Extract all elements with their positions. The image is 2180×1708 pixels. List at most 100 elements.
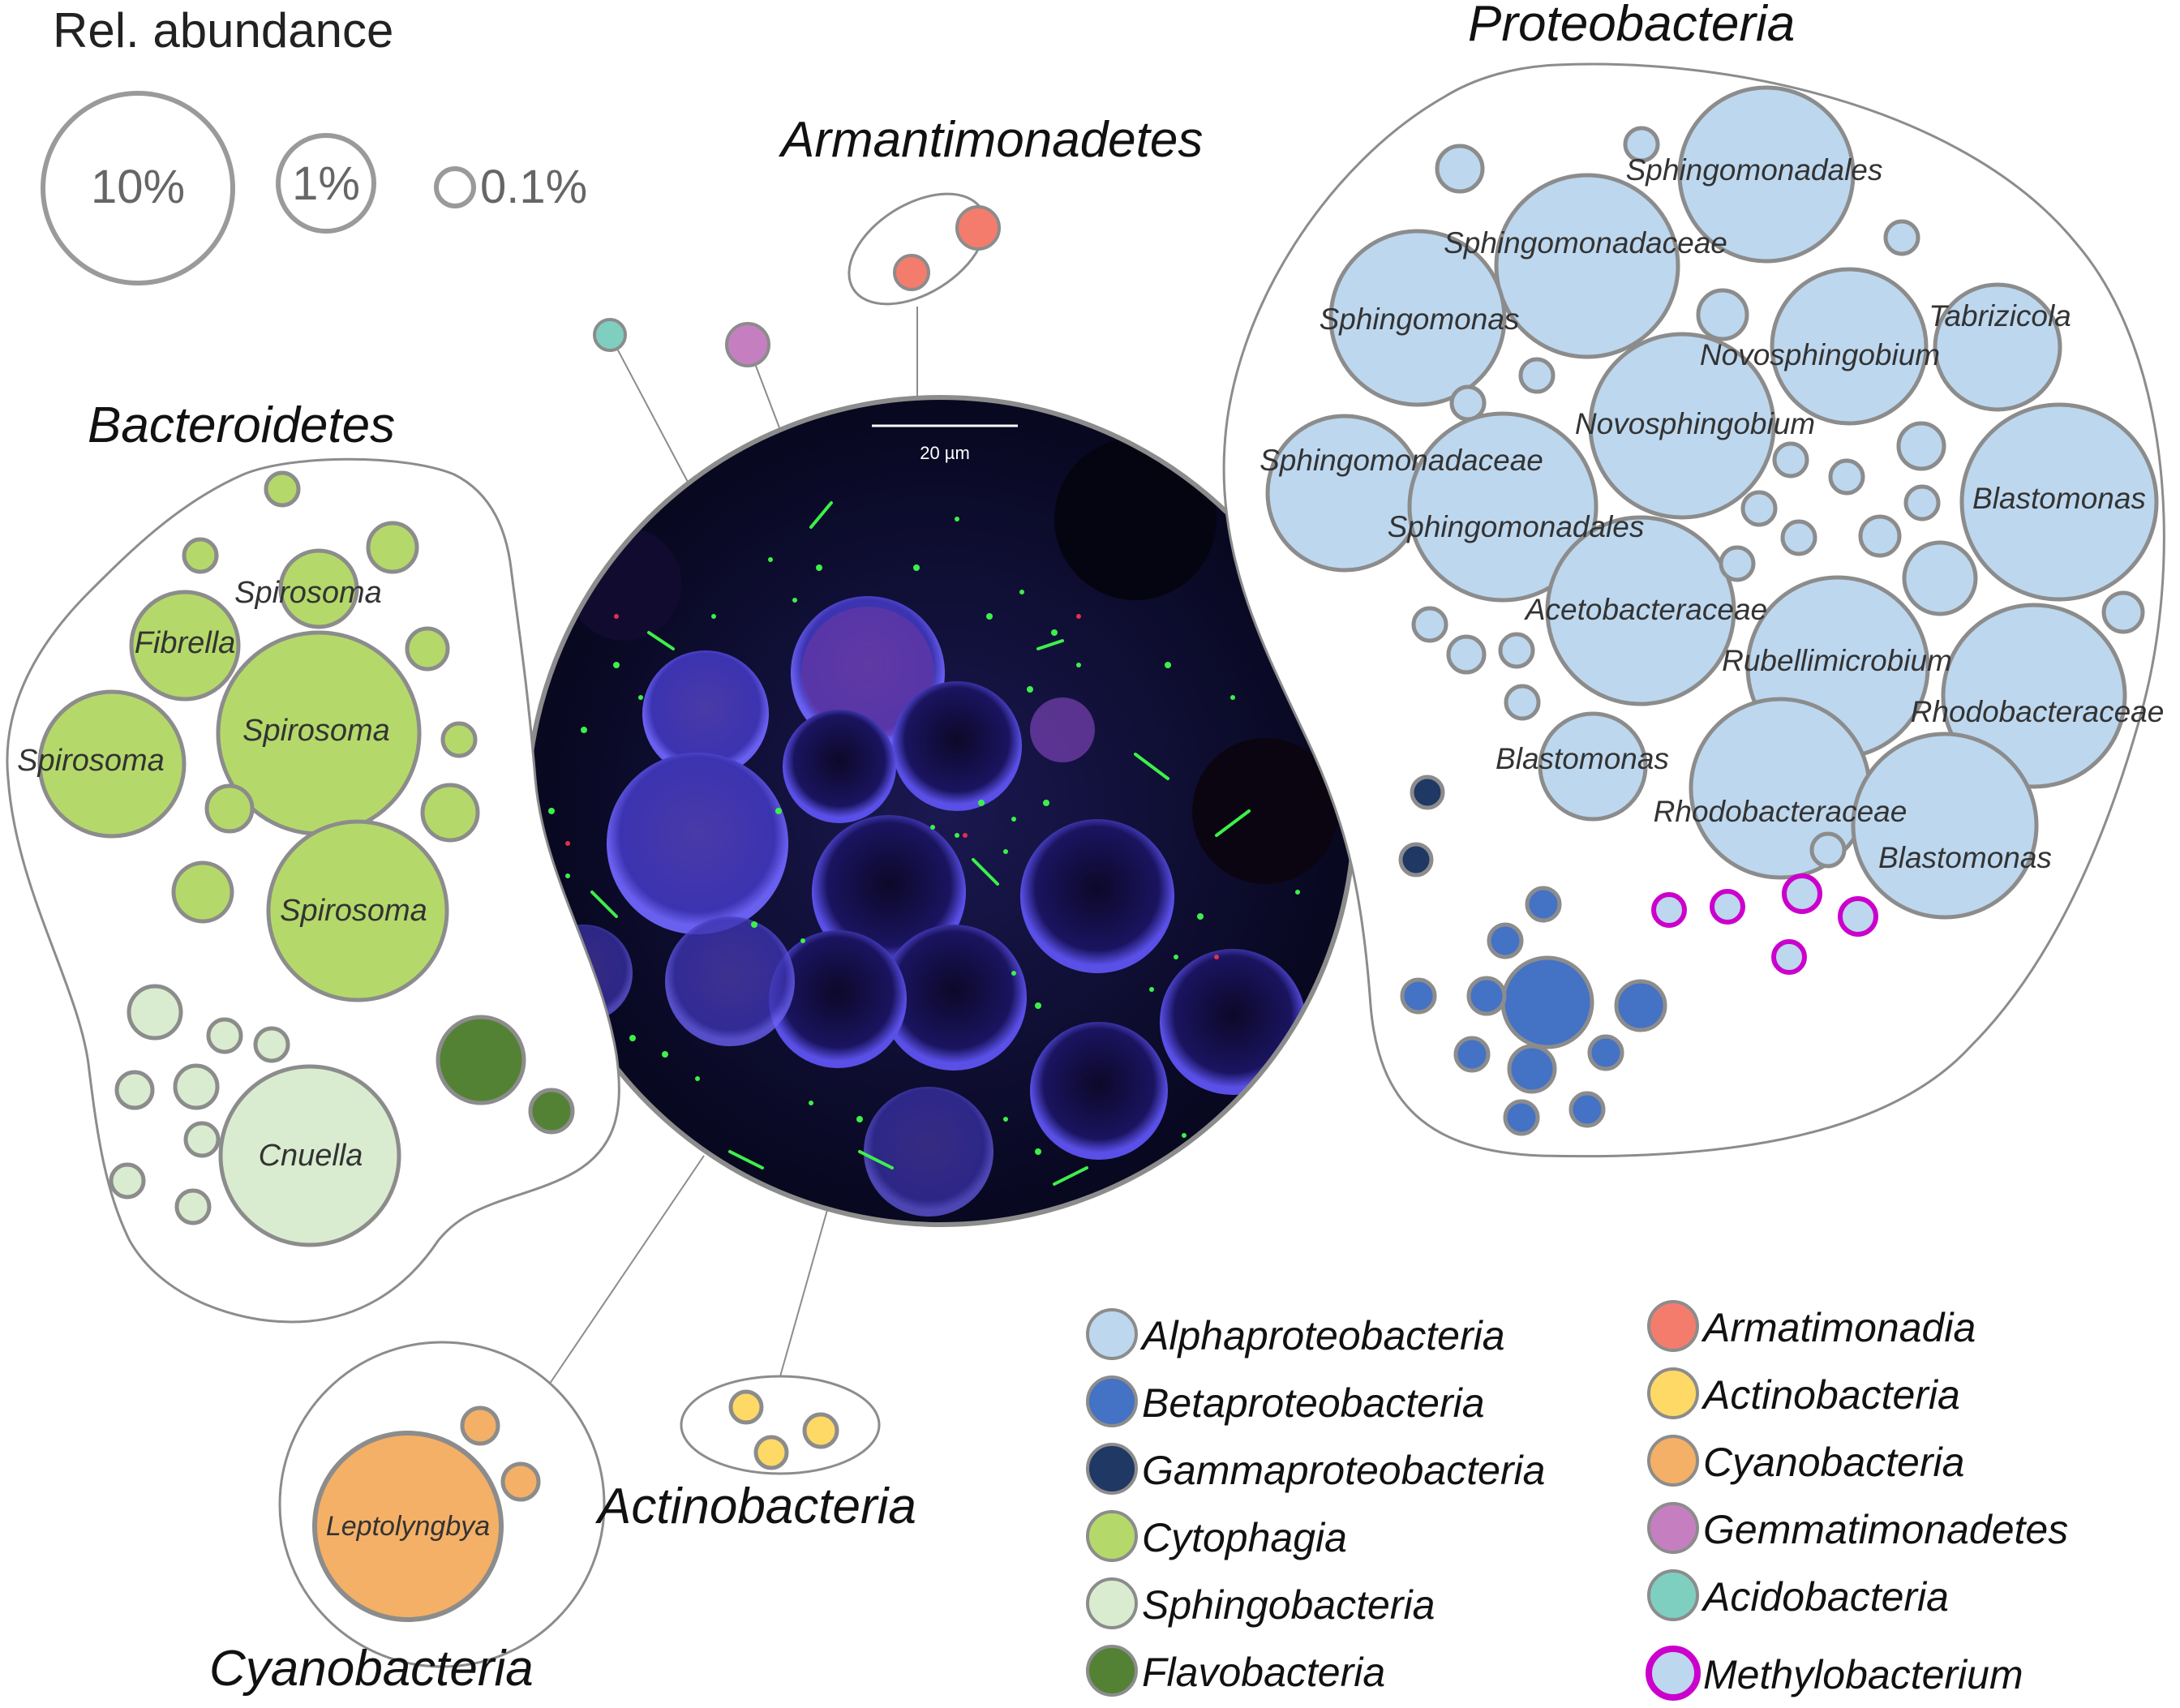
taxon-circle xyxy=(114,1070,155,1110)
taxon-circle xyxy=(1902,540,1978,616)
taxon-circle xyxy=(1494,173,1680,359)
taxon-circle xyxy=(1453,1036,1491,1073)
legend-label: Cyanobacteria xyxy=(1703,1440,1964,1485)
legend-label: Methylobacterium xyxy=(1703,1652,2023,1697)
taxon-label: Rubellimicrobium xyxy=(1722,644,1952,677)
taxon-label: Rhodobacteraceae xyxy=(1654,795,1908,828)
taxon-label: Sphingomonadaceae xyxy=(1260,444,1543,477)
taxon-label: Cnuella xyxy=(259,1139,363,1173)
taxon-circle xyxy=(1503,1099,1540,1136)
taxon-circle xyxy=(728,1389,764,1425)
taxon-label: Sphingomonadales xyxy=(1626,153,1883,187)
taxon-circle xyxy=(436,1015,526,1105)
abundance-legend: Rel. abundance 10% 1% 0.1% xyxy=(41,3,587,285)
class-legend: Alphaproteobacteria Betaproteobacteria G… xyxy=(1086,1300,2068,1701)
taxon-circle xyxy=(1782,873,1822,914)
taxon-circle xyxy=(955,205,1001,251)
actinobacteria-group: Actinobacteria xyxy=(594,1375,916,1534)
legend-label: Armatimonadia xyxy=(1701,1305,1976,1350)
taxon-label: Blastomonas xyxy=(1972,482,2146,515)
taxon-circle xyxy=(1328,229,1507,407)
taxon-circle xyxy=(37,689,187,839)
taxon-circle xyxy=(1809,831,1847,869)
proteobacteria-group: Proteobacteria xyxy=(1222,0,2165,1158)
taxon-label: Fibrella xyxy=(135,626,236,660)
connector-lines xyxy=(539,307,918,1400)
taxon-circle xyxy=(218,1064,401,1247)
acidobacteria-circle xyxy=(593,318,627,352)
abundance-legend-title: Rel. abundance xyxy=(53,3,393,58)
legend-label: Betaproteobacteria xyxy=(1142,1380,1485,1426)
taxon-circle xyxy=(802,1412,839,1449)
taxon-label: Blastomonas xyxy=(1496,742,1669,775)
taxon-label: Sphingomonadales xyxy=(1388,510,1645,543)
class-legend-col1: Alphaproteobacteria Betaproteobacteria G… xyxy=(1086,1308,1545,1697)
taxon-circle xyxy=(1504,684,1541,721)
taxon-circle xyxy=(264,470,301,508)
legend-label: Sphingobacteria xyxy=(1142,1582,1435,1628)
taxon-label: Tabrizicola xyxy=(1929,299,2071,333)
taxon-circle xyxy=(1507,1044,1557,1094)
taxon-circle xyxy=(1265,414,1424,573)
taxon-label: Sphingomonas xyxy=(1320,303,1520,336)
taxon-circle xyxy=(173,1063,220,1110)
taxon-circle xyxy=(1545,515,1736,706)
cyanobacteria-group: Leptolyngbya Cyanobacteria xyxy=(209,1341,606,1697)
legend-swatch-gammaproteobacteria xyxy=(1086,1443,1138,1495)
abundance-label-1: 1% xyxy=(292,157,360,210)
legend-swatch-flavobacteria xyxy=(1086,1645,1138,1697)
taxon-circle xyxy=(312,1431,504,1622)
taxon-circle xyxy=(1487,922,1524,959)
taxon-circle xyxy=(1498,632,1535,669)
abundance-label-10: 10% xyxy=(91,161,185,213)
taxon-circle xyxy=(1903,484,1941,521)
taxon-circle xyxy=(1614,979,1667,1032)
taxon-circle xyxy=(1780,519,1817,556)
taxon-circle xyxy=(109,1162,146,1199)
taxon-circle xyxy=(266,819,449,1002)
gemmatimonadetes-circle xyxy=(725,322,770,367)
taxon-circle xyxy=(182,537,219,574)
taxon-circle xyxy=(440,721,478,758)
legend-swatch-armatimonadia xyxy=(1647,1300,1699,1352)
legend-label: Gemmatimonadetes xyxy=(1703,1507,2068,1552)
taxon-circle xyxy=(1525,886,1562,923)
legend-label: Acidobacteria xyxy=(1701,1574,1949,1620)
legend-swatch-alphaproteobacteria xyxy=(1086,1308,1138,1360)
group-title-actinobacteria: Actinobacteria xyxy=(594,1478,916,1534)
taxon-circle xyxy=(1770,267,1929,426)
taxon-circle xyxy=(1400,977,1437,1015)
legend-swatch-sphingobacteria xyxy=(1086,1577,1138,1629)
taxon-circle xyxy=(1466,976,1507,1016)
taxon-circle xyxy=(1407,411,1599,603)
legend-label: Cytophagia xyxy=(1142,1515,1347,1560)
taxon-label: Leptolyngbya xyxy=(326,1511,490,1542)
taxon-circle xyxy=(1933,282,2062,412)
taxon-circle xyxy=(1710,889,1745,925)
taxon-circle xyxy=(1568,1091,1606,1128)
taxon-circle xyxy=(1719,545,1756,582)
taxon-circle xyxy=(206,1017,243,1054)
taxon-circle xyxy=(1772,441,1809,478)
legend-label: Flavobacteria xyxy=(1142,1650,1385,1695)
taxon-circle xyxy=(129,590,241,702)
taxon-circle xyxy=(1740,490,1778,527)
legend-swatch-cytophagia xyxy=(1086,1510,1138,1562)
taxon-circle xyxy=(1828,458,1865,496)
taxon-circle xyxy=(366,521,419,574)
legend-label: Alphaproteobacteria xyxy=(1139,1313,1505,1358)
taxon-circle xyxy=(1941,603,2127,789)
taxon-circle xyxy=(1696,288,1749,341)
micrograph: 20 µm xyxy=(525,395,1357,1227)
taxon-circle xyxy=(1588,332,1776,520)
taxon-circle xyxy=(1651,892,1687,928)
taxon-circle xyxy=(1410,775,1445,810)
taxon-label: Rhodobacteraceae xyxy=(1911,695,2165,728)
class-legend-col2: Armatimonadia Actinobacteria Cyanobacter… xyxy=(1646,1300,2068,1701)
taxon-circle xyxy=(204,783,255,834)
abundance-circle-10 xyxy=(41,91,235,285)
taxon-circle xyxy=(127,984,183,1041)
taxon-circle xyxy=(1518,357,1556,394)
taxon-circle xyxy=(2101,590,2145,634)
